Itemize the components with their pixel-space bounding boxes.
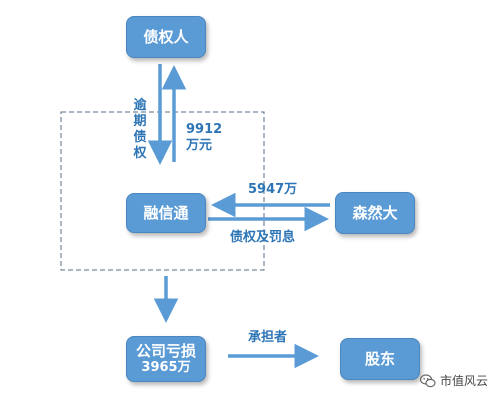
label-amount-5947: 5947万 (248, 182, 298, 197)
node-company-loss-amount: 3965万 (141, 360, 191, 375)
node-shareholders-label: 股东 (364, 350, 395, 368)
node-company-loss-label: 公司亏损 (135, 342, 196, 360)
label-overdue-debt: 逾期债权 (133, 98, 147, 161)
node-senranda[interactable]: 森然大 (335, 192, 415, 234)
watermark-text: 市值风云 (440, 374, 489, 388)
label-amount-9912-unit: 万元 (186, 138, 213, 153)
watermark: 市值风云 (419, 372, 489, 389)
label-amount-9912: 9912 (186, 122, 223, 137)
label-debt-penalty: 债权及罚息 (230, 230, 296, 245)
node-creditor-label: 债权人 (143, 28, 189, 46)
node-rongxintong[interactable]: 融信通 (126, 193, 206, 233)
dashed-boundary (60, 111, 265, 271)
node-rongxintong-label: 融信通 (143, 204, 189, 222)
node-creditor[interactable]: 债权人 (126, 16, 206, 58)
label-bearer: 承担者 (248, 330, 288, 345)
node-company-loss[interactable]: 公司亏损 3965万 (126, 336, 206, 382)
wechat-icon (419, 373, 436, 388)
node-senranda-label: 森然大 (352, 204, 398, 222)
node-shareholders[interactable]: 股东 (340, 338, 420, 380)
